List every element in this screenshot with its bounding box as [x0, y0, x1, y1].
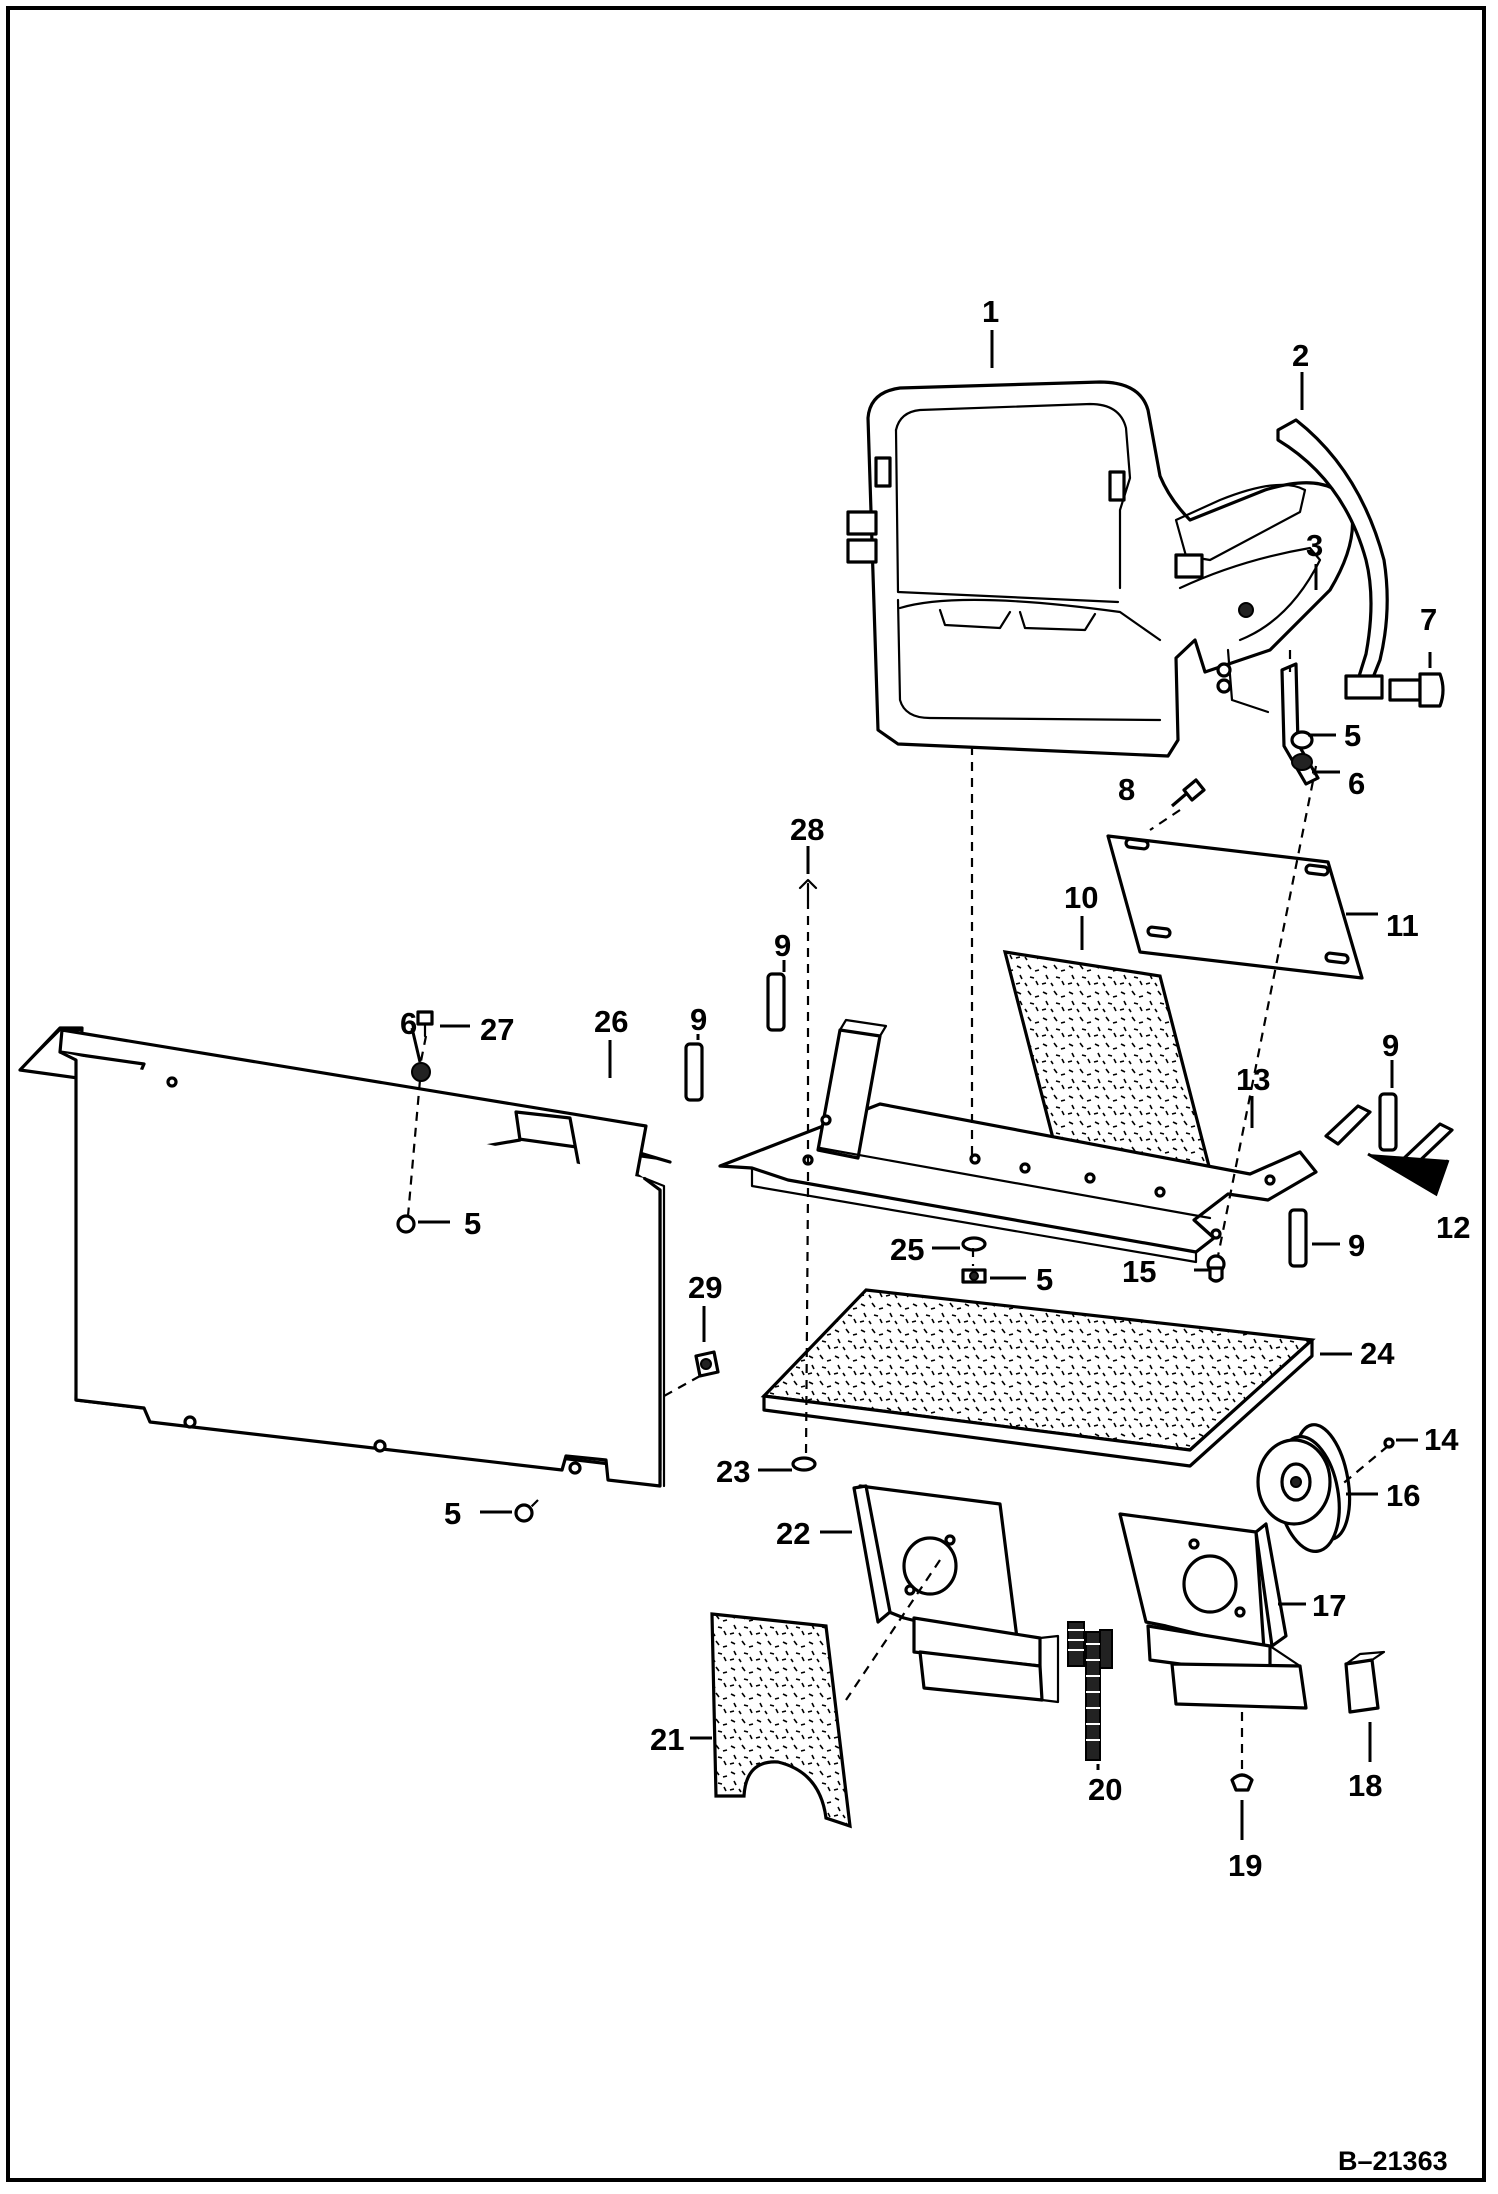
callout-1: 1	[982, 294, 999, 329]
screw-27	[416, 1010, 434, 1038]
grommet-29	[694, 1350, 720, 1378]
callout-28: 28	[790, 812, 824, 847]
washer-6-panel	[411, 1062, 431, 1082]
pin-28	[798, 878, 818, 902]
callout-29: 29	[688, 1270, 722, 1305]
strips-12	[1324, 1104, 1454, 1197]
spacer-9-left-upper	[766, 972, 786, 1032]
callout-26: 26	[594, 1004, 628, 1039]
callouts: 1 2 3 7 5 6 8 28 10 11 9 9 9 13 9 12 15 …	[400, 294, 1470, 2176]
seat-assembly	[846, 380, 1355, 758]
panel-26	[18, 1026, 672, 1488]
callout-15: 15	[1122, 1254, 1156, 1289]
bolt-19	[1230, 1773, 1254, 1792]
nut-5-center	[961, 1268, 987, 1284]
block-18	[1344, 1650, 1386, 1714]
callout-6-seat: 6	[1348, 766, 1365, 801]
callout-12: 12	[1436, 1210, 1470, 1245]
callout-13: 13	[1236, 1062, 1270, 1097]
nut-5-panel-upper	[396, 1214, 416, 1234]
callout-14: 14	[1424, 1422, 1459, 1457]
assembly-lines	[406, 650, 1389, 1770]
bracket-22	[852, 1484, 1060, 1704]
knob-16	[1256, 1423, 1352, 1553]
callout-21: 21	[650, 1722, 684, 1757]
callout-10: 10	[1064, 880, 1098, 915]
foam-cushion-24	[760, 1288, 1316, 1468]
drawing-number: B–21363	[1338, 2146, 1448, 2176]
washer-23	[791, 1456, 817, 1472]
callout-20: 20	[1088, 1772, 1122, 1807]
nut-5-panel-lower	[514, 1503, 534, 1523]
callout-24: 24	[1360, 1336, 1395, 1371]
spacer-9-right-lower	[1288, 1208, 1308, 1268]
callout-9-b: 9	[690, 1002, 707, 1037]
plate-11	[1106, 834, 1364, 980]
springs-20	[1067, 1621, 1113, 1761]
callout-27: 27	[480, 1012, 514, 1047]
callout-7: 7	[1420, 602, 1437, 637]
callout-6-panel: 6	[400, 1006, 417, 1041]
callout-5-seat: 5	[1344, 718, 1361, 753]
belt-bracket	[1280, 662, 1320, 786]
bolt-15	[1206, 1254, 1226, 1283]
drawing-border	[6, 6, 1486, 2182]
callout-18: 18	[1348, 1768, 1382, 1803]
spacer-9-right-upper	[1378, 1092, 1398, 1152]
callout-22: 22	[776, 1516, 810, 1551]
callout-9-a: 9	[774, 928, 791, 963]
callout-9-d: 9	[1348, 1228, 1365, 1263]
callout-19: 19	[1228, 1848, 1262, 1883]
callout-5-panel-upper: 5	[464, 1206, 481, 1241]
foam-pad-21	[710, 1612, 852, 1829]
callout-25: 25	[890, 1232, 924, 1267]
bracket-17	[1118, 1512, 1308, 1710]
callout-2: 2	[1292, 338, 1309, 373]
spacer-9-left-lower	[684, 1042, 704, 1102]
callout-3: 3	[1306, 528, 1323, 563]
callout-5-center: 5	[1036, 1262, 1053, 1297]
callout-8: 8	[1118, 772, 1135, 807]
callout-17: 17	[1312, 1588, 1346, 1623]
seat-belt	[1276, 418, 1389, 700]
screw-14	[1383, 1437, 1395, 1449]
leader-lines	[410, 330, 1432, 1840]
callout-9-c: 9	[1382, 1028, 1399, 1063]
callout-16: 16	[1386, 1478, 1420, 1513]
bolt-8	[1170, 778, 1206, 808]
callout-23: 23	[716, 1454, 750, 1489]
seat-pan-13	[718, 1018, 1318, 1264]
bolt-7	[1388, 672, 1445, 708]
callout-5-panel-lower: 5	[444, 1496, 461, 1531]
callout-11: 11	[1386, 908, 1419, 943]
